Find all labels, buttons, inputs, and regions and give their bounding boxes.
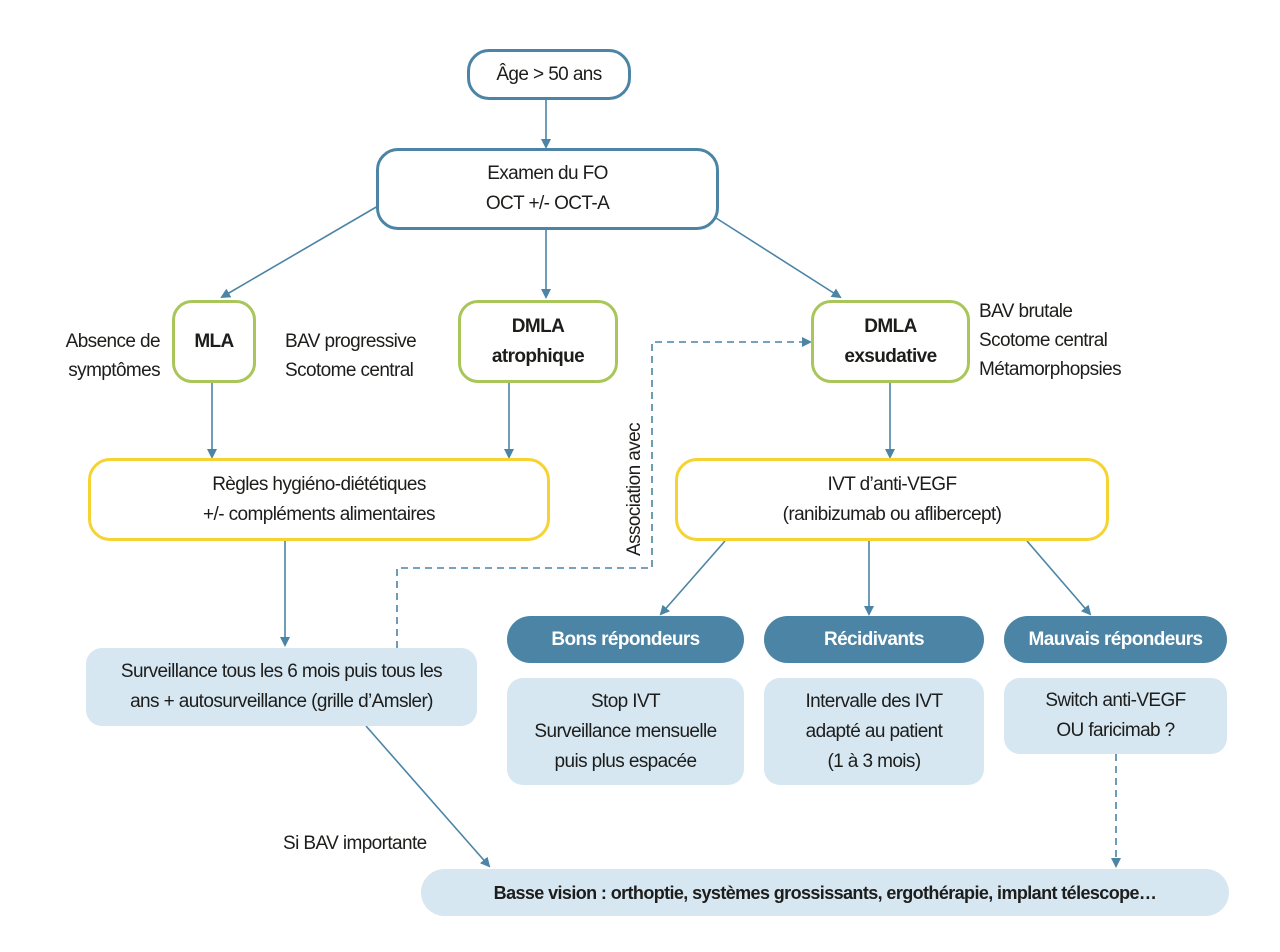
edge-exam-to-dmla-exudative <box>715 217 842 299</box>
node-exam: Examen du FO OCT +/- OCT-A <box>376 148 719 230</box>
node-age: Âge > 50 ans <box>467 49 631 100</box>
label-association-with: Association avec <box>624 423 645 556</box>
node-lifestyle-rules: Règles hygiéno-diététiques +/- complémen… <box>88 458 550 541</box>
node-low-vision: Basse vision : orthoptie, systèmes gross… <box>421 869 1229 916</box>
label-sudden-symptoms: BAV brutale Scotome central Métamorphops… <box>979 301 1122 380</box>
edge-antivegf-to-good <box>659 540 726 616</box>
label-severe-bav: Si BAV importante <box>283 833 427 854</box>
node-anti-vegf: IVT d’anti-VEGF (ranibizumab ou afliberc… <box>675 458 1109 541</box>
node-dmla-exudative: DMLA exsudative <box>811 300 970 383</box>
label-progressive-symptoms: BAV progressive Scotome central <box>285 331 417 381</box>
node-good-responders: Bons répondeurs <box>507 616 744 663</box>
node-good-responders-action: Stop IVT Surveillance mensuelle puis plu… <box>507 678 744 785</box>
edge-surveillance-to-low-vision <box>365 725 491 868</box>
node-dmla-atrophic: DMLA atrophique <box>458 300 618 383</box>
node-mla: MLA <box>172 300 256 383</box>
node-poor-responders-action: Switch anti-VEGF OU faricimab ? <box>1004 678 1227 754</box>
node-recurrent-action: Intervalle des IVT adapté au patient (1 … <box>764 678 984 785</box>
edge-association-dashed <box>396 337 812 648</box>
node-recurrent: Récidivants <box>764 616 984 663</box>
node-poor-responders: Mauvais répondeurs <box>1004 616 1227 663</box>
edge-antivegf-to-poor <box>1026 540 1092 616</box>
node-surveillance: Surveillance tous les 6 mois puis tous l… <box>86 648 477 726</box>
label-no-symptoms: Absence de symptômes <box>65 331 161 381</box>
edge-exam-to-mla <box>220 205 379 299</box>
